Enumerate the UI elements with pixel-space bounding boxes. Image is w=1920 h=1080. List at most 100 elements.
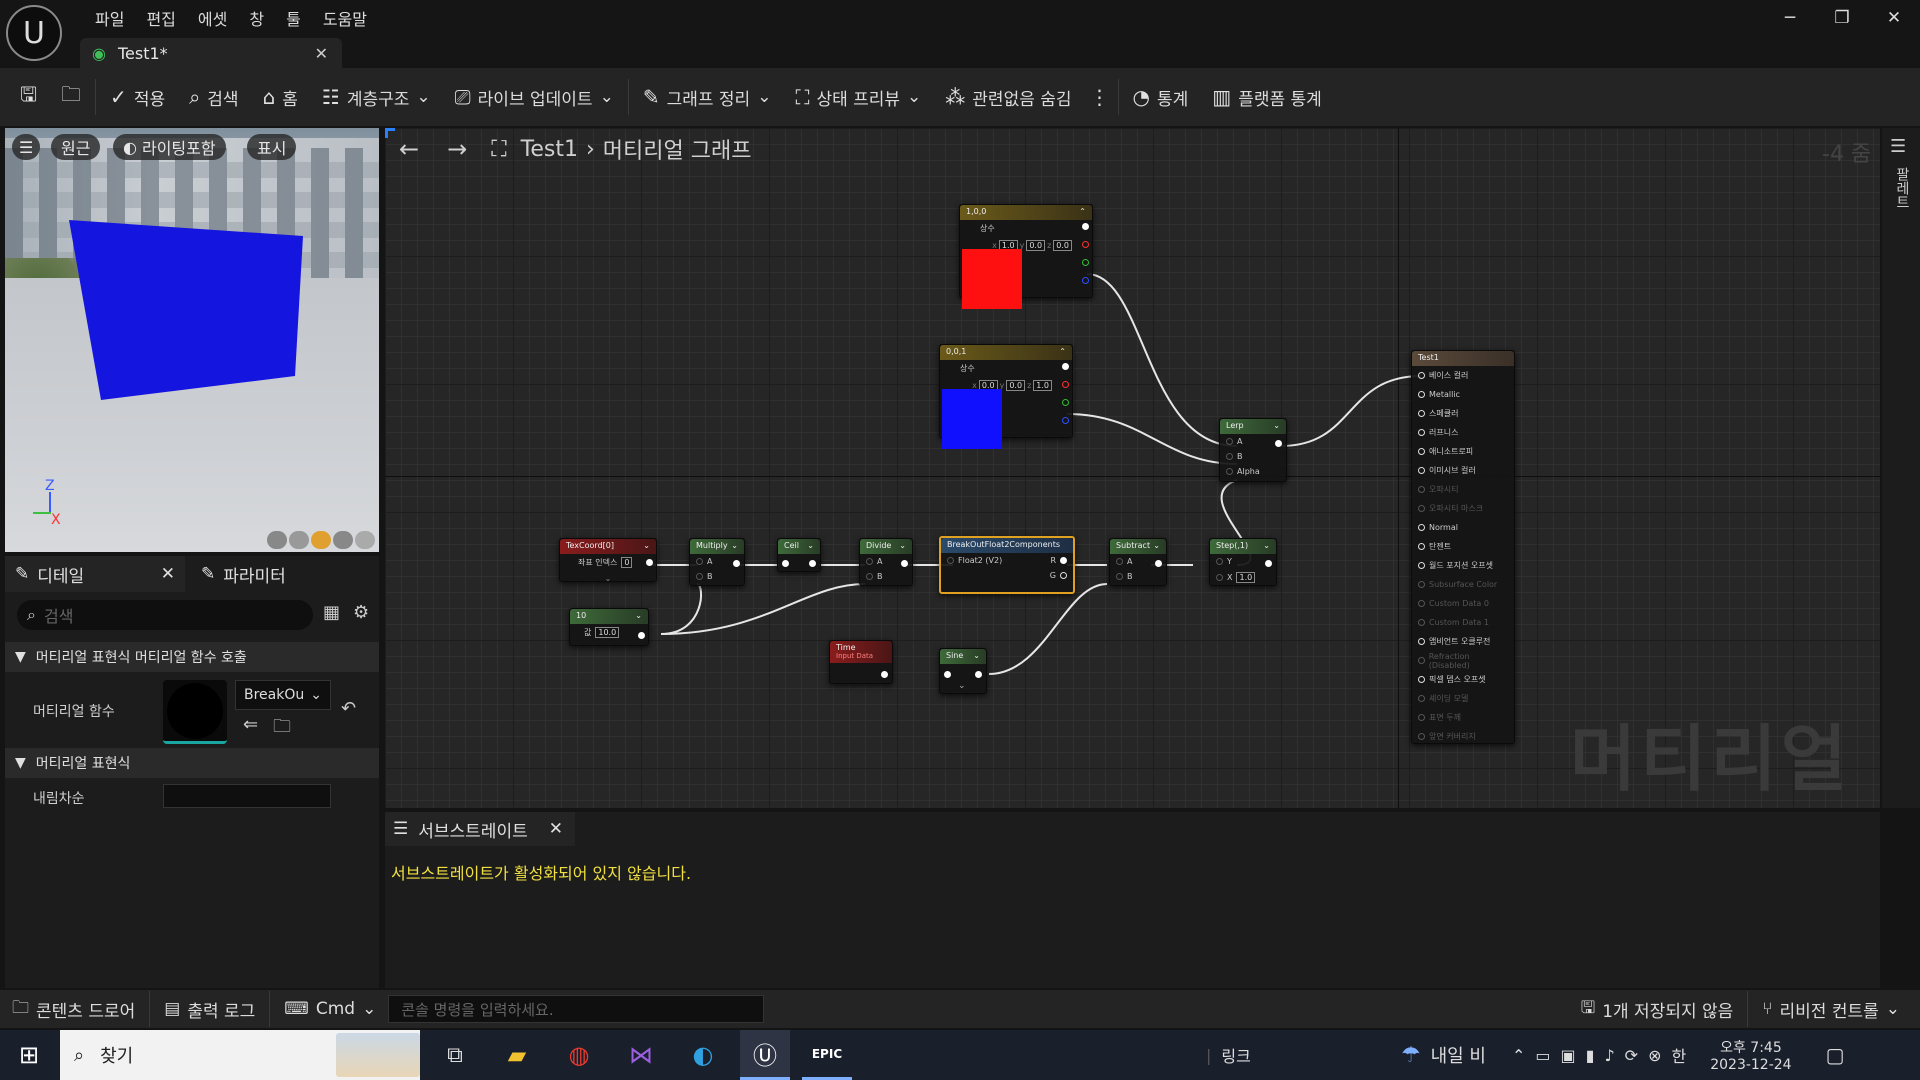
breadcrumb-asset[interactable]: Test1: [520, 136, 578, 162]
chrome-icon[interactable]: ◍: [568, 1041, 590, 1069]
state-preview-button[interactable]: ⛶상태 프리뷰⌄: [783, 77, 933, 117]
input-pin-a[interactable]: [696, 558, 703, 565]
result-pin-row[interactable]: 앞면 커버리지: [1412, 727, 1514, 746]
node-subtract[interactable]: Subtract⌄ A B: [1109, 538, 1167, 586]
output-pin-b[interactable]: [1062, 417, 1069, 424]
step-x-value[interactable]: 1.0: [1236, 572, 1256, 583]
output-log-button[interactable]: ▤출력 로그: [152, 990, 267, 1028]
details-search-input[interactable]: ⌕검색: [17, 600, 313, 630]
more-options-button[interactable]: ⋮: [1084, 77, 1116, 117]
close-window-button[interactable]: ✕: [1886, 8, 1902, 28]
input-pin[interactable]: [1418, 600, 1425, 607]
hide-unrelated-button[interactable]: ⁂관련없음 숨김: [933, 77, 1083, 117]
input-pin[interactable]: [1418, 676, 1425, 683]
node-lerp[interactable]: Lerp⌄ A B Alpha: [1219, 418, 1287, 482]
input-pin[interactable]: [1418, 543, 1425, 550]
input-pin-a[interactable]: [1116, 558, 1123, 565]
input-pin-b[interactable]: [1226, 453, 1233, 460]
gear-icon[interactable]: ⚙: [353, 602, 370, 623]
value-y[interactable]: 0.0: [1026, 240, 1046, 251]
reset-icon[interactable]: ↶: [341, 698, 357, 719]
menu-file[interactable]: 파일: [95, 10, 125, 29]
live-update-button[interactable]: ⎚라이브 업데이트⌄: [443, 77, 626, 117]
windows-start-icon[interactable]: ⊞: [18, 1041, 40, 1069]
browse-button[interactable]: 🗀: [49, 77, 93, 117]
input-pin[interactable]: [1418, 429, 1425, 436]
output-pin[interactable]: [881, 671, 888, 678]
input-pin[interactable]: [1418, 714, 1425, 721]
expand-icon[interactable]: ⌄: [958, 681, 966, 691]
result-pin-row[interactable]: 러프니스: [1412, 423, 1514, 442]
result-pin-row[interactable]: 월드 포지션 오프셋: [1412, 556, 1514, 575]
breadcrumb-graph[interactable]: 머티리얼 그래프: [602, 139, 752, 164]
result-pin-row[interactable]: 오파시티: [1412, 480, 1514, 499]
chevron-up-icon[interactable]: ⌃: [1511, 1045, 1526, 1065]
platform-stats-button[interactable]: ▥플랫폼 통계: [1200, 77, 1334, 117]
input-pin[interactable]: [1418, 391, 1425, 398]
camera-icon[interactable]: ▣: [1560, 1045, 1576, 1065]
network-icon[interactable]: ▭: [1535, 1045, 1551, 1065]
result-pin-row[interactable]: 베이스 컬러: [1412, 366, 1514, 385]
input-pin[interactable]: [1418, 505, 1425, 512]
file-explorer-icon[interactable]: ▰: [507, 1041, 527, 1069]
link-toolbar[interactable]: 링크: [1221, 1047, 1251, 1066]
result-pin-row[interactable]: 앰비언트 오클루전: [1412, 632, 1514, 651]
save-button[interactable]: 🖫: [0, 77, 49, 117]
close-substrate-icon[interactable]: ✕: [548, 819, 563, 839]
input-pin[interactable]: [944, 671, 951, 678]
console-command-input[interactable]: 콘솔 명령을 입력하세요.: [388, 995, 765, 1023]
output-pin[interactable]: [638, 632, 645, 639]
use-selected-icon[interactable]: ⇐: [243, 714, 259, 735]
value-y[interactable]: 0.0: [1006, 380, 1026, 391]
node-ceil[interactable]: Ceil⌄: [777, 538, 821, 572]
output-pin[interactable]: [901, 560, 908, 567]
output-pin[interactable]: [733, 560, 740, 567]
result-pin-row[interactable]: 이미시브 컬러: [1412, 461, 1514, 480]
volume-icon[interactable]: ♪: [1604, 1045, 1615, 1065]
palette-icon[interactable]: ☰: [1890, 136, 1907, 157]
edge-icon[interactable]: ◐: [692, 1041, 714, 1069]
input-pin[interactable]: [1418, 638, 1425, 645]
plane-preview-icon[interactable]: [311, 531, 331, 549]
graph-cleanup-button[interactable]: ✎그래프 정리⌄: [631, 77, 784, 117]
input-pin[interactable]: [1418, 619, 1425, 626]
cylinder-preview-icon[interactable]: [267, 531, 287, 549]
input-pin[interactable]: [782, 560, 789, 567]
result-pin-row[interactable]: 셰이딩 모델: [1412, 689, 1514, 708]
result-pin-row[interactable]: 표면 두께: [1412, 708, 1514, 727]
ime-indicator[interactable]: 한: [1671, 1047, 1687, 1066]
palette-tab[interactable]: 팔레트: [1894, 167, 1910, 209]
function-select[interactable]: BreakOu⌄: [235, 680, 331, 710]
output-pin-r[interactable]: [1060, 557, 1067, 564]
input-pin[interactable]: [1418, 448, 1425, 455]
output-pin-r[interactable]: [1082, 241, 1089, 248]
result-pin-row[interactable]: 픽셀 뎁스 오프셋: [1412, 670, 1514, 689]
menu-edit[interactable]: 편집: [146, 10, 176, 29]
output-pin[interactable]: [975, 671, 982, 678]
minimize-button[interactable]: ─: [1784, 8, 1796, 28]
menu-tools[interactable]: 툴: [286, 10, 301, 29]
home-button[interactable]: ⌂홈: [251, 77, 310, 117]
unreal-editor-taskbar-icon[interactable]: Ⓤ: [740, 1030, 790, 1080]
output-pin-g[interactable]: [1082, 259, 1089, 266]
output-pin[interactable]: [1082, 223, 1089, 230]
details-tab[interactable]: ✎디테일 ✕: [5, 556, 185, 592]
input-pin-a[interactable]: [866, 558, 873, 565]
taskbar-search-box[interactable]: ⌕찾기: [60, 1030, 420, 1080]
document-tab[interactable]: ◉ Test1* ✕: [80, 38, 342, 68]
cmd-dropdown[interactable]: ⌨Cmd⌄: [272, 990, 388, 1028]
input-pin[interactable]: [1418, 733, 1425, 740]
lit-mode-button[interactable]: ◐라이팅포함: [113, 134, 226, 160]
result-pin-row[interactable]: Normal: [1412, 518, 1514, 537]
menu-help[interactable]: 도움말: [322, 10, 367, 29]
task-view-icon[interactable]: ⧉: [447, 1042, 463, 1068]
search-button[interactable]: ⌕검색: [177, 77, 250, 117]
revision-control-button[interactable]: ⑂리비전 컨트롤⌄: [1750, 990, 1920, 1028]
